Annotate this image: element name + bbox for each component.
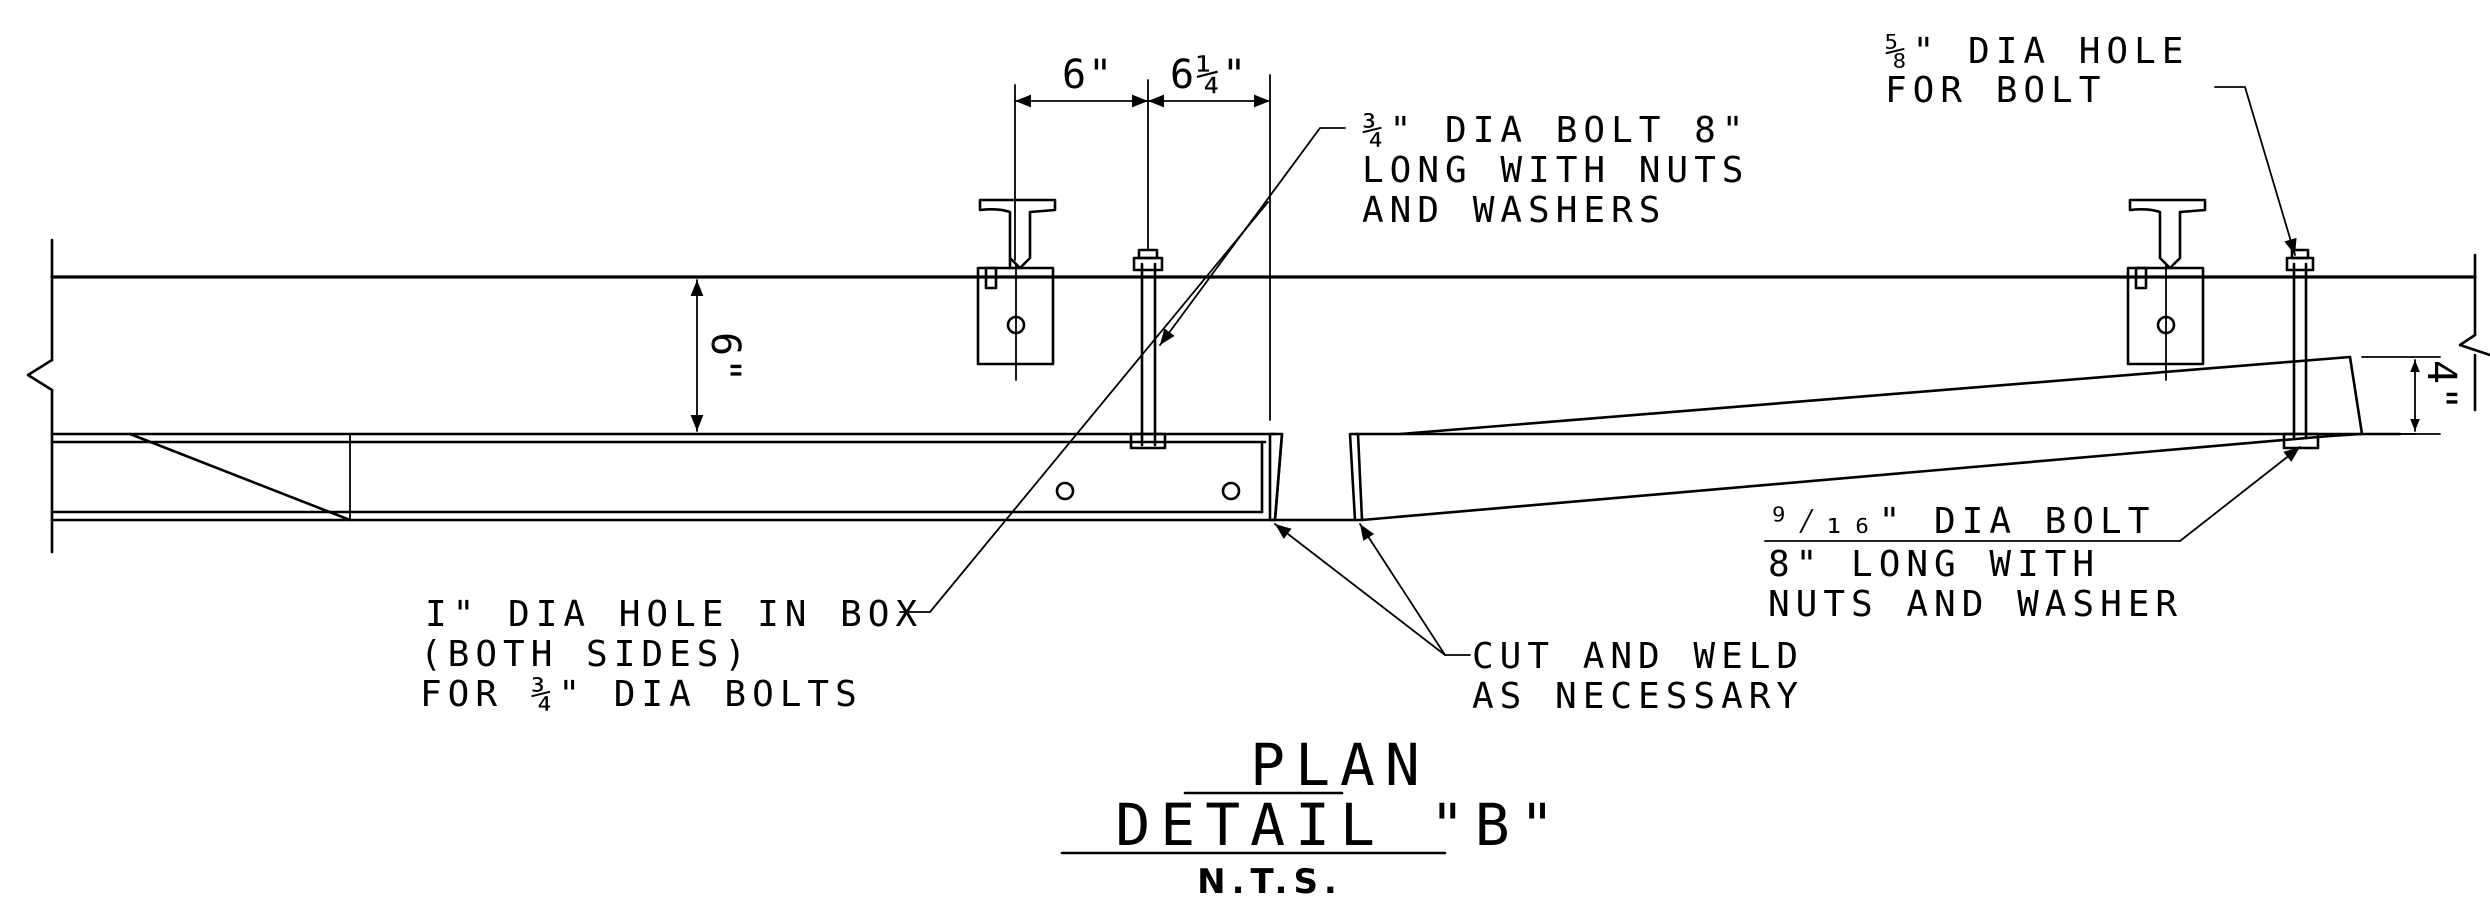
leader-hole-5-8 bbox=[2214, 86, 2297, 256]
tapered-member bbox=[1360, 355, 2364, 522]
note-bolt-9-16-line2: 8" LONG WITH bbox=[1768, 544, 2100, 585]
leader-cut-weld bbox=[1274, 523, 1471, 656]
title-block: PLAN DETAIL "B" N.T.S. bbox=[1060, 731, 1564, 902]
note-bolt-9-16: ⁹⁄₁₆" DIA BOLT 8" LONG WITH NUTS AND WAS… bbox=[1768, 501, 2183, 625]
note-bolt-3-4-line2: LONG WITH NUTS bbox=[1362, 150, 1749, 191]
title-nts: N.T.S. bbox=[1197, 862, 1343, 902]
title-plan: PLAN bbox=[1250, 731, 1430, 799]
note-hole-5-8-line2: FOR BOLT bbox=[1885, 70, 2106, 111]
leader-bolt-3-4 bbox=[1159, 127, 1346, 346]
note-cut-weld-line2: AS NECESSARY bbox=[1472, 676, 1804, 717]
dimension-vertical-4in bbox=[2361, 356, 2441, 435]
note-cut-weld-line1: CUT AND WELD bbox=[1472, 636, 1804, 677]
note-hole-1in-line1: I" DIA HOLE IN BOX bbox=[425, 594, 923, 635]
post-bracket-left bbox=[976, 198, 1057, 381]
note-hole-5-8: ⅝" DIA HOLE FOR BOLT bbox=[1885, 31, 2189, 111]
note-hole-1in-line2: (BOTH SIDES) bbox=[420, 634, 752, 675]
note-hole-1in: I" DIA HOLE IN BOX (BOTH SIDES) FOR ¾" D… bbox=[420, 594, 923, 715]
bolt-3-4 bbox=[1129, 79, 1167, 450]
note-bolt-9-16-line1: ⁹⁄₁₆" DIA BOLT bbox=[1768, 501, 2155, 542]
dimension-6-1-4in-label: 6¼" bbox=[1170, 52, 1248, 98]
note-bolt-3-4-line3: AND WASHERS bbox=[1362, 190, 1666, 231]
leader-bolt-9-16 bbox=[1764, 446, 2301, 542]
note-bolt-9-16-line3: NUTS AND WASHER bbox=[1768, 584, 2183, 625]
box-member bbox=[50, 432, 1277, 522]
right-break-line bbox=[2458, 253, 2490, 412]
title-detail: DETAIL "B" bbox=[1115, 791, 1564, 859]
dimension-4in-vertical-label: 4" bbox=[2418, 360, 2464, 412]
note-hole-5-8-line1: ⅝" DIA HOLE bbox=[1885, 31, 2189, 72]
dimension-6in-vertical-label: 6" bbox=[702, 332, 748, 384]
note-bolt-3-4-line1: ¾" DIA BOLT 8" bbox=[1362, 110, 1749, 151]
bolt-9-16 bbox=[2282, 248, 2320, 450]
hole-2 bbox=[1221, 481, 1241, 501]
post-bracket-right bbox=[2126, 198, 2207, 381]
left-break-line bbox=[26, 238, 54, 554]
note-bolt-3-4: ¾" DIA BOLT 8" LONG WITH NUTS AND WASHER… bbox=[1362, 110, 1749, 231]
hole-1 bbox=[1055, 481, 1075, 501]
dimension-6in-label: 6" bbox=[1062, 52, 1114, 98]
leader-hole-1in bbox=[899, 201, 1269, 613]
note-cut-weld: CUT AND WELD AS NECESSARY bbox=[1472, 636, 1804, 717]
cut-weld-pieces bbox=[1268, 432, 1364, 522]
dimension-top bbox=[1014, 74, 1271, 421]
note-hole-1in-line3: FOR ¾" DIA BOLTS bbox=[420, 674, 863, 715]
rail-beam bbox=[50, 275, 2477, 436]
